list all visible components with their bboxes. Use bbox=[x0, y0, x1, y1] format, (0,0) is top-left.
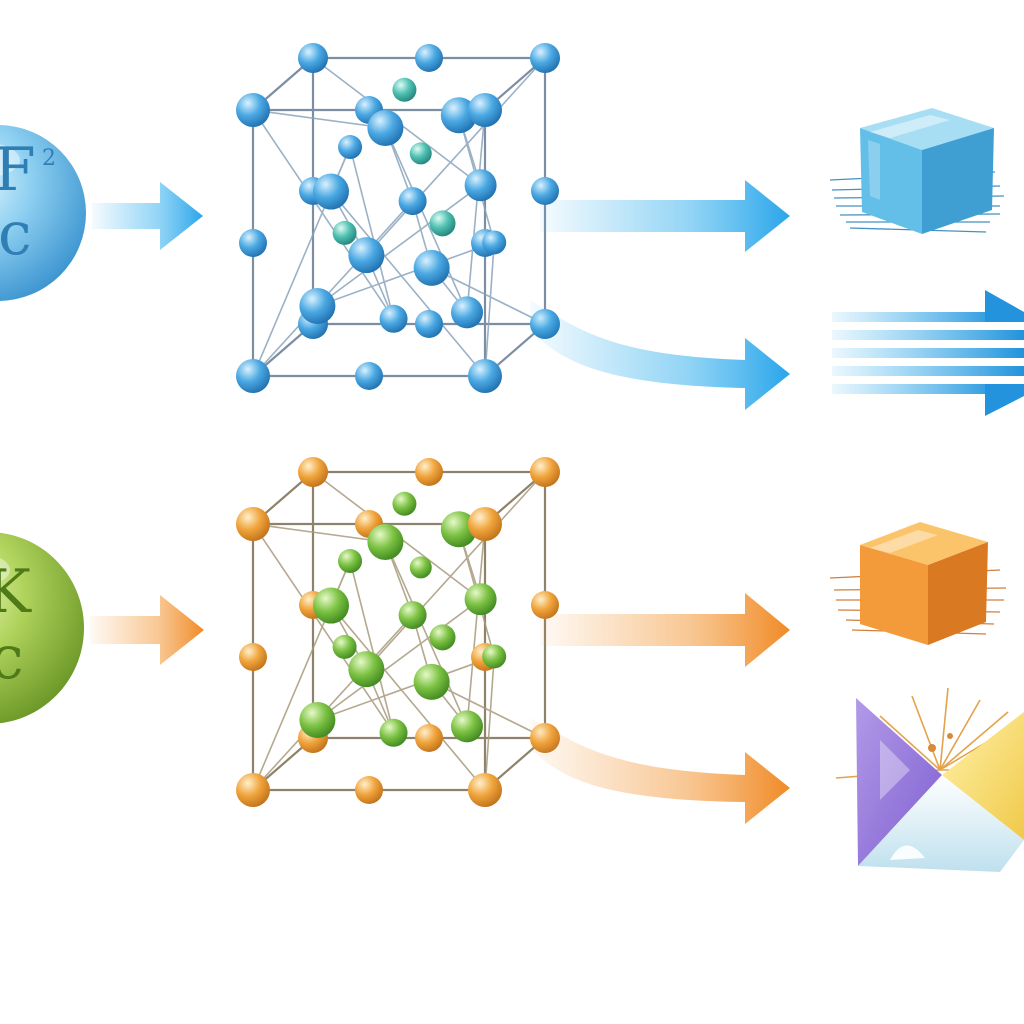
accent-atom bbox=[409, 142, 432, 165]
corner-atom bbox=[468, 773, 502, 807]
accent-atom bbox=[429, 624, 456, 651]
inner-atom bbox=[451, 710, 483, 743]
inner-atom bbox=[299, 702, 336, 739]
inner-atom bbox=[440, 97, 477, 134]
inner-atom bbox=[413, 663, 450, 700]
inner-atom bbox=[299, 288, 336, 325]
inner-atom bbox=[338, 135, 363, 160]
edge-atom bbox=[415, 458, 443, 486]
arrow-input-green bbox=[90, 595, 204, 665]
inner-atom bbox=[367, 109, 404, 146]
sphere-symbol-top: K bbox=[0, 557, 32, 627]
source-sphere-blue: F 2 c bbox=[0, 125, 86, 301]
arrow-output-curved-blue bbox=[530, 300, 790, 410]
edge-atom bbox=[415, 44, 443, 72]
crystal-lattice-blue bbox=[236, 43, 560, 393]
corner-atom bbox=[298, 457, 328, 487]
sphere-symbol-bottom: c bbox=[0, 199, 32, 269]
inner-atom bbox=[379, 304, 408, 333]
inner-atom bbox=[367, 523, 404, 560]
inner-atom bbox=[398, 601, 427, 630]
edge-atom bbox=[415, 310, 443, 338]
inner-atom bbox=[313, 173, 349, 210]
arrow-output-straight-blue bbox=[540, 180, 790, 252]
edge-atom bbox=[355, 776, 383, 804]
row-green: K c bbox=[0, 457, 1024, 872]
corner-atom bbox=[236, 359, 270, 393]
source-sphere-green: K c bbox=[0, 532, 84, 724]
accent-atom bbox=[392, 77, 417, 102]
corner-atom bbox=[530, 457, 560, 487]
inner-atom bbox=[413, 249, 450, 286]
arrow-output-straight-green bbox=[540, 593, 790, 667]
output-cube-crystal-orange bbox=[829, 522, 1007, 645]
row-blue: F 2 c bbox=[0, 43, 1024, 416]
edge-atom bbox=[415, 724, 443, 752]
edge-atom bbox=[531, 591, 559, 619]
inner-atom bbox=[379, 718, 408, 747]
corner-atom bbox=[530, 43, 560, 73]
inner-atom bbox=[451, 296, 483, 329]
inner-atom bbox=[482, 644, 507, 669]
accent-atom bbox=[392, 491, 417, 516]
sphere-symbol-top: F bbox=[0, 135, 36, 205]
sphere-symbol-sup: 2 bbox=[42, 146, 56, 171]
inner-atom bbox=[348, 237, 385, 274]
inner-atom bbox=[464, 583, 497, 616]
corner-atom bbox=[468, 93, 502, 127]
inner-atom bbox=[338, 549, 363, 574]
inner-atom bbox=[348, 651, 385, 688]
output-cube-crystal-blue bbox=[829, 108, 1005, 234]
corner-atom bbox=[468, 507, 502, 541]
output-parallel-streams-blue bbox=[832, 290, 1024, 416]
inner-atom bbox=[313, 587, 349, 624]
output-prism-crystal bbox=[835, 687, 1024, 872]
inner-atom bbox=[398, 187, 427, 216]
crystal-lattice-green bbox=[236, 457, 560, 807]
corner-atom bbox=[298, 43, 328, 73]
edge-atom bbox=[355, 362, 383, 390]
edge-atom bbox=[239, 643, 267, 671]
edge-atom bbox=[531, 177, 559, 205]
lattice-bonds bbox=[252, 57, 546, 377]
corner-atom bbox=[236, 507, 270, 541]
edge-atom bbox=[239, 229, 267, 257]
inner-atom bbox=[482, 230, 507, 255]
accent-atom bbox=[332, 634, 357, 659]
corner-atom bbox=[236, 773, 270, 807]
corner-atom bbox=[236, 93, 270, 127]
accent-atom bbox=[429, 210, 456, 237]
sphere-symbol-bottom: c bbox=[0, 623, 24, 693]
inner-atom bbox=[440, 511, 477, 548]
lattice-atoms bbox=[236, 43, 560, 393]
accent-atom bbox=[409, 556, 432, 579]
arrow-input-blue bbox=[92, 182, 203, 250]
inner-atom bbox=[464, 169, 497, 202]
arrow-output-curved-green bbox=[530, 718, 790, 824]
corner-atom bbox=[468, 359, 502, 393]
accent-atom bbox=[332, 220, 357, 245]
